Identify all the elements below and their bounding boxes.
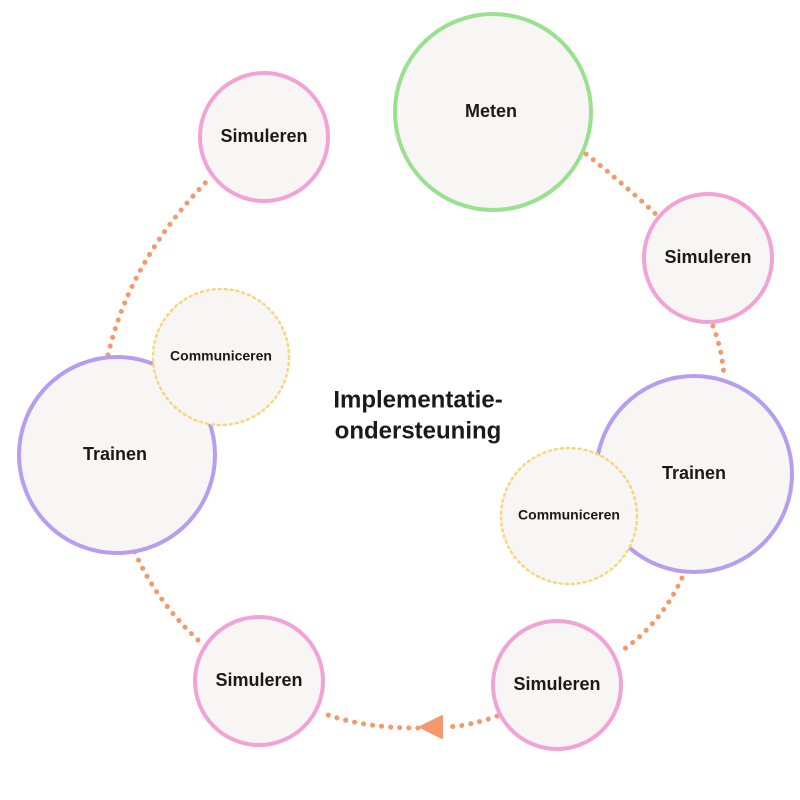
node-simuleren-top-right: Simuleren <box>642 192 774 324</box>
node-simuleren-bottom-right-label: Simuleren <box>513 674 600 694</box>
node-simuleren-top-right-label: Simuleren <box>664 247 751 267</box>
center-title-line2: ondersteuning <box>335 417 502 444</box>
connector-arrow-to-simuleren <box>317 709 421 731</box>
node-meten: Meten <box>393 12 593 212</box>
node-trainen-right-label: Trainen <box>662 463 726 483</box>
arrow-head-icon <box>419 715 443 739</box>
node-simuleren-bottom-left: Simuleren <box>193 615 325 747</box>
node-simuleren-bottom-left-label: Simuleren <box>215 670 302 690</box>
center-title: Implementatie- ondersteuning <box>333 386 502 444</box>
node-communiceren-left-label: Communiceren <box>170 348 272 364</box>
node-trainen-right: Trainen <box>594 374 794 574</box>
node-simuleren-bottom-right: Simuleren <box>491 619 623 751</box>
node-communiceren-right: Communiceren <box>499 446 639 586</box>
node-trainen-left-label: Trainen <box>83 444 147 464</box>
node-communiceren-right-label: Communiceren <box>518 507 620 523</box>
connector-trainen-to-simuleren-left <box>105 177 211 358</box>
connector-meten-to-simuleren <box>583 151 663 221</box>
connector-simuleren-to-arrow <box>443 713 500 730</box>
connector-simuleren-to-trainen <box>710 323 727 379</box>
center-title-line1: Implementatie- <box>333 386 502 413</box>
connector-simuleren-to-trainen-left <box>130 545 201 643</box>
node-simuleren-top-left: Simuleren <box>198 71 330 203</box>
node-simuleren-top-left-label: Simuleren <box>220 126 307 146</box>
connector-trainen-to-simuleren <box>617 575 685 655</box>
node-meten-label: Meten <box>465 101 517 121</box>
node-communiceren-left: Communiceren <box>151 287 291 427</box>
node-trainen-left: Trainen <box>17 355 217 555</box>
